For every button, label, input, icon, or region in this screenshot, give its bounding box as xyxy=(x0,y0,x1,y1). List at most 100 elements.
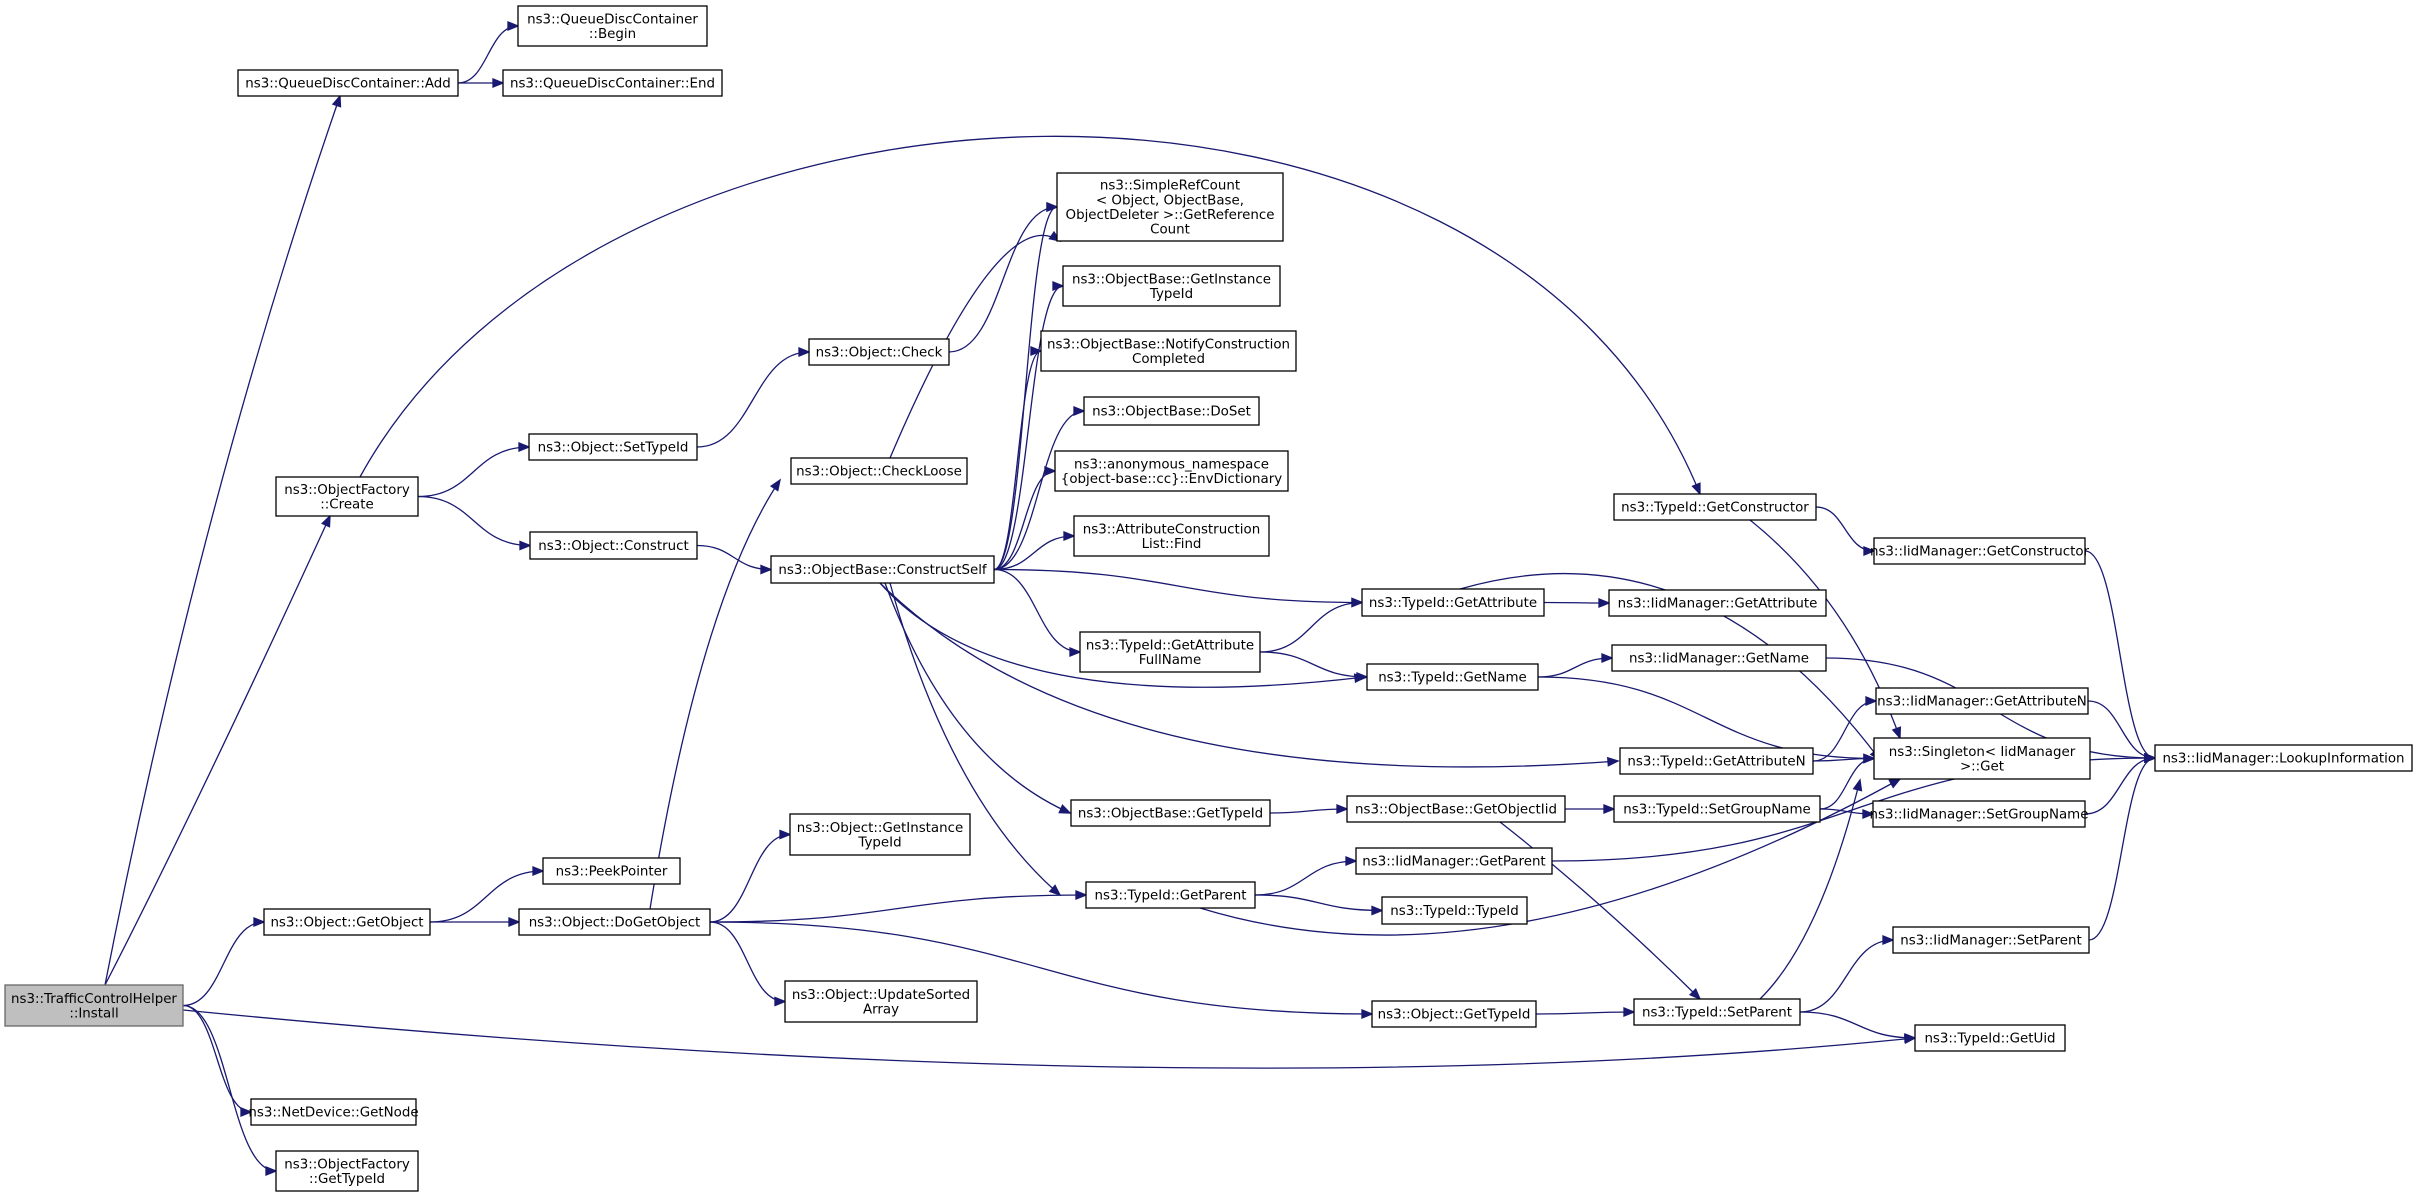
edge-line xyxy=(182,921,265,1007)
node-box xyxy=(1613,795,1821,823)
graph-node[interactable]: ns3::SimpleRefCount< Object, ObjectBase,… xyxy=(1056,172,1284,242)
graph-node[interactable]: ns3::IidManager::GetConstructor xyxy=(1870,537,2090,565)
edge-line xyxy=(889,582,1061,896)
graph-node[interactable]: ns3::Singleton< IidManager>::Get xyxy=(1873,737,2091,780)
graph-node[interactable]: ns3::ObjectFactory::Create xyxy=(275,476,419,517)
node-label: ns3::TypeId::GetAttributeN xyxy=(1627,755,1805,770)
graph-edge xyxy=(709,921,1374,1019)
node-label: ns3::ObjectBase::NotifyConstruction xyxy=(1047,337,1290,352)
graph-edge xyxy=(993,531,1076,571)
arrowhead xyxy=(1073,406,1086,416)
graph-node[interactable]: ns3::TypeId::GetName xyxy=(1366,663,1539,691)
graph-edge xyxy=(182,1009,1917,1069)
graph-node[interactable]: ns3::TypeId::TypeId xyxy=(1381,896,1528,925)
graph-node[interactable]: ns3::ObjectBase::GetTypeId xyxy=(1070,799,1271,827)
graph-node[interactable]: ns3::QueueDiscContainer::Begin xyxy=(517,5,708,47)
edge-line xyxy=(1254,894,1383,912)
node-box xyxy=(770,555,995,584)
edge-line xyxy=(417,495,531,547)
graph-node[interactable]: ns3::Object::DoGetObject xyxy=(518,908,711,936)
graph-edge xyxy=(1259,597,1364,653)
arrowhead xyxy=(1353,673,1367,684)
graph-node[interactable]: ns3::TrafficControlHelper::Install xyxy=(4,984,184,1027)
graph-edge xyxy=(1565,804,1616,814)
graph-node[interactable]: ns3::TypeId::GetUid xyxy=(1914,1024,2066,1052)
edge-line xyxy=(1535,1011,1635,1015)
graph-node[interactable]: ns3::Object::GetTypeId xyxy=(1371,1000,1537,1028)
graph-node[interactable]: ns3::IidManager::SetParent xyxy=(1892,926,2090,954)
graph-edge xyxy=(417,442,531,498)
graph-node[interactable]: ns3::IidManager::GetName xyxy=(1611,644,1827,672)
arrowhead xyxy=(1058,804,1072,814)
graph-node[interactable]: ns3::QueueDiscContainer::Add xyxy=(237,69,459,97)
node-label: ::Begin xyxy=(589,27,636,42)
graph-node[interactable]: ns3::NetDevice::GetNode xyxy=(248,1098,419,1126)
node-label: ns3::IidManager::GetParent xyxy=(1362,855,1545,870)
graph-node[interactable]: ns3::Object::CheckLoose xyxy=(790,457,968,485)
graph-node[interactable]: ns3::anonymous_namespace{object-base::cc… xyxy=(1054,450,1289,492)
edge-line xyxy=(993,206,1058,571)
graph-node[interactable]: ns3::IidManager::GetAttribute xyxy=(1608,589,1827,617)
node-box xyxy=(1619,747,1814,775)
node-label: ns3::IidManager::GetName xyxy=(1629,652,1809,667)
graph-node[interactable]: ns3::IidManager::SetGroupName xyxy=(1870,800,2089,828)
edge-line xyxy=(417,446,530,498)
graph-node[interactable]: ns3::Object::Construct xyxy=(529,531,698,560)
graph-node[interactable]: ns3::TypeId::GetParent xyxy=(1085,881,1256,909)
node-box xyxy=(1355,847,1553,875)
graph-edge xyxy=(2084,550,2157,763)
graph-edge xyxy=(430,917,521,927)
arrowhead xyxy=(1688,987,1702,1001)
graph-edge xyxy=(993,568,1082,657)
graph-node[interactable]: ns3::ObjectBase::ConstructSelf xyxy=(770,555,995,584)
node-label: ::Create xyxy=(320,497,374,512)
graph-node[interactable]: ns3::ObjectFactory::GetTypeId xyxy=(275,1150,419,1192)
graph-edge xyxy=(1799,935,1895,1013)
graph-node[interactable]: ns3::TypeId::GetConstructor xyxy=(1613,493,1817,521)
node-label: ns3::QueueDiscContainer xyxy=(527,12,698,27)
graph-node[interactable]: ns3::Object::Check xyxy=(808,338,950,366)
graph-node[interactable]: ns3::ObjectBase::DoSet xyxy=(1083,396,1260,426)
graph-edge xyxy=(1259,651,1369,682)
arrowhead xyxy=(508,917,521,927)
edge-line xyxy=(993,285,1064,571)
arrowhead xyxy=(1891,726,1902,740)
graph-node[interactable]: ns3::TypeId::SetGroupName xyxy=(1613,795,1821,823)
edge-line xyxy=(104,515,331,986)
graph-edge xyxy=(359,135,1701,496)
graph-node[interactable]: ns3::TypeId::GetAttribute xyxy=(1361,588,1545,617)
graph-node[interactable]: ns3::ObjectBase::GetObjectIid xyxy=(1346,795,1566,823)
graph-edge xyxy=(993,202,1059,571)
graph-node[interactable]: ns3::TypeId::GetAttributeN xyxy=(1619,747,1814,775)
edge-line xyxy=(948,206,1058,353)
node-label: ns3::Object::UpdateSorted xyxy=(792,988,970,1003)
graph-node[interactable]: ns3::TypeId::SetParent xyxy=(1633,998,1801,1026)
graph-node[interactable]: ns3::IidManager::LookupInformation xyxy=(2154,744,2413,772)
arrowhead xyxy=(240,1107,253,1117)
arrowhead xyxy=(1603,804,1616,814)
graph-node[interactable]: ns3::IidManager::GetParent xyxy=(1355,847,1553,875)
graph-node[interactable]: ns3::ObjectBase::NotifyConstructionCompl… xyxy=(1040,330,1297,372)
graph-node[interactable]: ns3::QueueDiscContainer::End xyxy=(502,69,723,97)
graph-node[interactable]: ns3::Object::GetObject xyxy=(263,908,431,936)
node-label: ns3::anonymous_namespace xyxy=(1074,457,1269,472)
graph-edge xyxy=(993,568,1364,608)
node-label: ns3::ObjectBase::GetObjectIid xyxy=(1355,803,1557,818)
edge-line xyxy=(2087,700,2156,759)
edge-line xyxy=(182,1004,277,1172)
graph-node[interactable]: ns3::PeekPointer xyxy=(542,857,681,885)
graph-node[interactable]: ns3::IidManager::GetAttributeN xyxy=(1875,687,2089,715)
arrowhead xyxy=(265,1166,278,1176)
graph-edge xyxy=(104,514,331,986)
arrowhead xyxy=(779,829,792,840)
node-label: TypeId xyxy=(1149,287,1193,302)
graph-edge xyxy=(696,347,811,448)
graph-node[interactable]: ns3::Object::SetTypeId xyxy=(528,433,698,461)
node-label: FullName xyxy=(1139,653,1201,668)
edge-line xyxy=(359,135,1701,495)
